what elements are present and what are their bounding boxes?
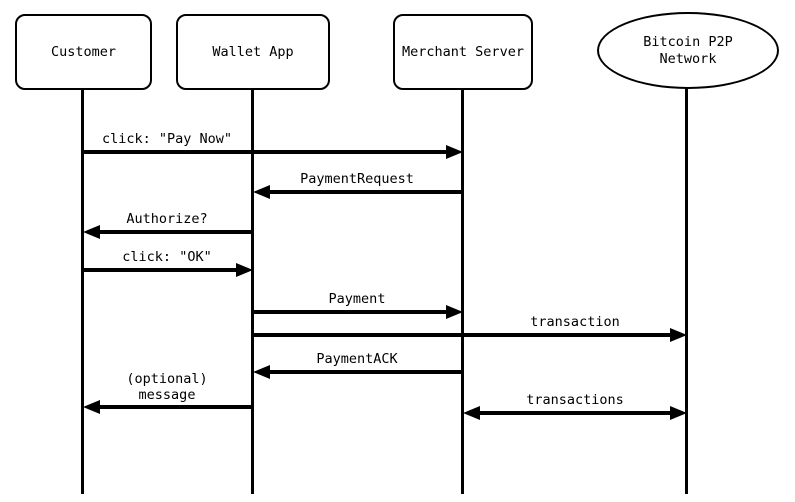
participant-label: Customer [50, 43, 117, 60]
arrowhead-left [253, 185, 270, 199]
participant-label: Bitcoin P2P Network [643, 33, 733, 67]
label-click-pay-now: click: "Pay Now" [101, 131, 233, 147]
lifeline-wallet-app [251, 90, 254, 494]
label-payment-request: PaymentRequest [300, 171, 414, 187]
arrow-click-ok [83, 263, 253, 277]
arrow-payment-ack [253, 365, 463, 379]
arrow-authorize [83, 225, 253, 239]
label-optional-message: (optional) message [126, 371, 208, 403]
arrow-line [253, 310, 455, 314]
arrowhead-right [446, 305, 463, 319]
arrowhead-right [670, 328, 687, 342]
arrow-line [83, 268, 245, 272]
participant-label: Merchant Server [402, 43, 524, 60]
lifeline-merchant-server [461, 90, 464, 494]
arrow-transactions [463, 406, 687, 420]
participant-bitcoin-p2p-network: Bitcoin P2P Network [597, 12, 779, 89]
arrowhead-right [446, 145, 463, 159]
arrowhead-right [670, 406, 687, 420]
arrowhead-right [236, 263, 253, 277]
arrow-payment [253, 305, 463, 319]
label-click-ok: click: "OK" [122, 249, 212, 265]
arrowhead-left [83, 400, 100, 414]
arrowhead-left [253, 365, 270, 379]
arrowhead-left [463, 406, 480, 420]
label-authorize: Authorize? [126, 211, 208, 227]
arrow-line [261, 370, 463, 374]
label-payment-ack: PaymentACK [316, 351, 398, 367]
participant-wallet-app: Wallet App [176, 14, 330, 90]
arrow-line [83, 150, 455, 154]
label-payment: Payment [328, 291, 386, 307]
label-transactions: transactions [526, 392, 624, 408]
arrow-line [91, 230, 253, 234]
lifeline-bitcoin-p2p-network [685, 88, 688, 494]
arrow-line [261, 190, 463, 194]
arrow-payment-request [253, 185, 463, 199]
arrow-click-pay-now [83, 145, 463, 159]
arrowhead-left [83, 225, 100, 239]
participant-customer: Customer [15, 14, 152, 90]
participant-label: Wallet App [212, 43, 294, 60]
label-transaction: transaction [530, 314, 620, 330]
lifeline-customer [81, 90, 84, 494]
arrow-line [471, 411, 679, 415]
arrow-transaction [253, 328, 687, 342]
arrow-optional-message [83, 400, 253, 414]
arrow-line [253, 333, 679, 337]
arrow-line [91, 405, 253, 409]
participant-merchant-server: Merchant Server [393, 14, 533, 90]
